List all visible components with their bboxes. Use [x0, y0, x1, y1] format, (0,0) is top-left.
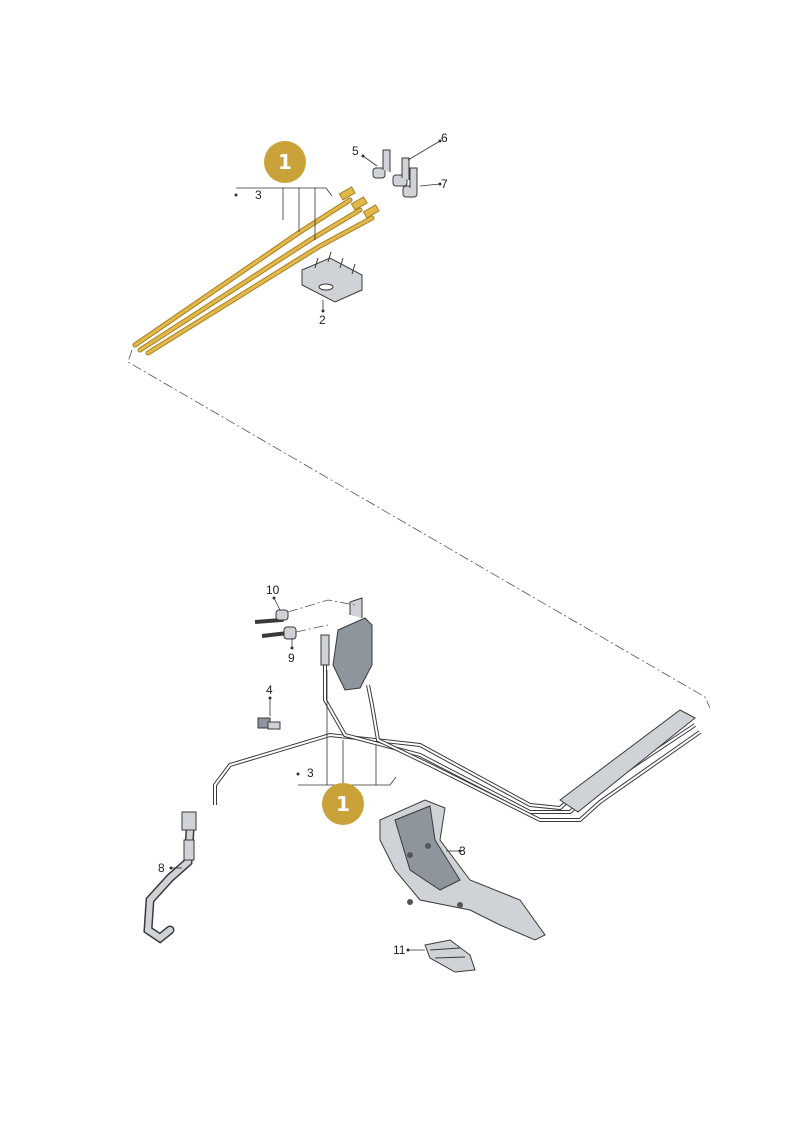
callout-7: 7	[441, 177, 448, 191]
leaders-top	[322, 140, 441, 312]
underbody-rail	[559, 709, 696, 813]
hose-8[interactable]	[143, 811, 197, 944]
bracket-3-leaders-top	[236, 187, 333, 240]
leaders-bottom	[171, 597, 460, 951]
callout-9: 9	[288, 651, 295, 665]
connection-dash-line	[127, 349, 711, 709]
bracket-11[interactable]	[424, 939, 476, 973]
callout-3-right: 3	[459, 844, 466, 858]
connector-6[interactable]	[392, 157, 410, 187]
connector-9[interactable]	[261, 626, 297, 640]
line-connector-upper[interactable]	[320, 634, 330, 666]
callout-6: 6	[441, 131, 448, 145]
fuel-line-run[interactable]	[213, 660, 702, 822]
callout-5: 5	[352, 144, 359, 158]
callout-2: 2	[319, 313, 326, 327]
position-badge-top[interactable]: 1	[264, 141, 306, 183]
leader-dots	[169, 139, 462, 952]
connector-link-dashes	[287, 599, 356, 633]
highlighted-fuel-lines[interactable]	[132, 186, 380, 356]
callout-8: 8	[158, 861, 165, 875]
callout-3-mid: 3	[307, 766, 314, 780]
clip-4[interactable]	[257, 717, 281, 730]
callout-11: 11	[393, 943, 406, 957]
callout-4: 4	[266, 683, 273, 697]
badge-bottom-label: 1	[336, 792, 350, 816]
position-badge-bottom[interactable]: 1	[322, 783, 364, 825]
badge-top-label: 1	[278, 150, 292, 174]
holder-2[interactable]	[301, 251, 363, 303]
callout-10: 10	[266, 583, 280, 597]
filter-canister[interactable]	[332, 597, 373, 691]
connector-10[interactable]	[254, 609, 289, 624]
connector-5[interactable]	[372, 149, 391, 179]
cover-3[interactable]	[379, 799, 546, 941]
callout-3-top: 3	[255, 188, 262, 202]
bracket-3-leaders-bottom	[298, 670, 397, 786]
connector-7[interactable]	[402, 167, 418, 198]
